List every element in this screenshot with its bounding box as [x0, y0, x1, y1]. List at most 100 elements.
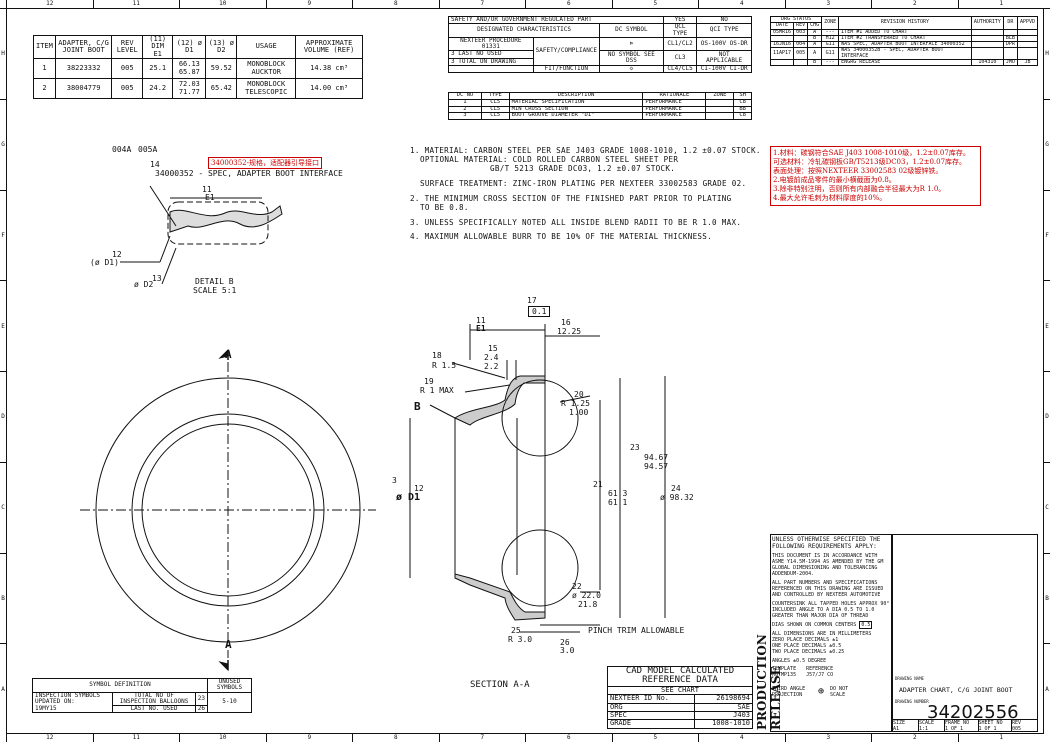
dim-2-2: 2.2	[484, 362, 499, 371]
table-cell: CI-100V CI-DR	[696, 65, 752, 74]
zone-label: 6	[525, 0, 612, 8]
table-cell	[970, 40, 1004, 49]
dim-r1-max: R 1 MAX	[420, 386, 454, 395]
qcl-type-label: QCL TYPE	[662, 23, 698, 38]
note-line: 1.材料：碳钢符合SAE J403 1008-1010级，1.2±0.07库存。	[773, 149, 970, 157]
drawing-name: ADAPTER CHART, C/G JOINT BOOT	[899, 686, 1013, 694]
dim-61-1: 61.1	[608, 498, 628, 507]
table-cell: 1	[33, 58, 56, 80]
zone-label: 2	[871, 734, 958, 742]
table-cell	[793, 58, 809, 67]
zone-label: 7	[438, 0, 526, 8]
table-cell: GRADE	[607, 719, 695, 729]
col-header: (11) DIM E1	[142, 34, 174, 60]
table-cell: JMO	[1002, 58, 1018, 67]
table-cell: 38223332	[54, 58, 113, 80]
dim-d1: ø D1	[396, 492, 421, 503]
note-line: 2.电镀前成品零件的最小横截面为0.8。	[773, 176, 896, 184]
zone-label: 10	[179, 0, 266, 8]
shield-symbol-icon: ⊳	[599, 36, 664, 52]
requirement-text: ZERO PLACE DECIMALS ±1	[772, 637, 839, 643]
balloon-25: 25	[511, 626, 521, 635]
safety-compliance-label: SAFETY/COMPLIANCE	[532, 36, 601, 67]
note-flag-3: 3	[392, 476, 397, 485]
translated-spec-label: 34000352-规格，适配器引导接口	[208, 157, 322, 169]
procedure-label: NEXTEER PROCEDURE 01331	[448, 36, 534, 52]
col-header: AUTHORITY	[970, 16, 1004, 30]
requirement-text: ONE PLACE DECIMALS ±0.5	[772, 643, 842, 649]
zone-label: 2	[871, 0, 958, 8]
col-header: REVISION HISTORY	[838, 16, 972, 30]
table-cell: 25.1	[142, 58, 174, 80]
section-marker-bottom: A	[225, 638, 232, 651]
flatness-tolerance: 0.1	[528, 306, 551, 317]
note-line: GB/T 5213 GRADE DC03, 1.2 ±0.07 STOCK.	[490, 164, 676, 173]
zone-label: G	[1044, 98, 1050, 190]
dim-94-57: 94.57	[644, 462, 669, 471]
zone-label: 5	[611, 734, 699, 742]
col-header: CHG	[807, 22, 823, 30]
table-cell: 65.42	[205, 78, 238, 100]
third-angle-projection-icon: THIRD ANGLE PROJECTION	[772, 686, 806, 698]
zone-label: F	[0, 189, 6, 281]
zone-label: 9	[265, 0, 353, 8]
zone-label: 3	[784, 734, 872, 742]
table-cell: WAS 34000352B - SPEC, ADAPTER BOOT INTER…	[838, 47, 972, 60]
table-cell: CL4/CL5	[662, 65, 698, 74]
balloon-15: 15	[488, 344, 498, 353]
pinch-trim-note: PINCH TRIM ALLOWABLE	[588, 626, 685, 635]
col-header: UNUSED SYMBOLS	[206, 678, 253, 693]
dim-94-67: 94.67	[644, 453, 669, 462]
zone-label: 7	[438, 734, 526, 742]
sheet-label: SHEET NO	[978, 720, 1003, 726]
table-cell: 1008-1010	[693, 719, 754, 729]
table-cell: TOTAL NO OF INSPECTION BALLOONS	[112, 691, 196, 707]
table-cell: 005	[111, 78, 144, 100]
table-cell: 16JN16	[769, 40, 795, 49]
table-cell	[705, 98, 735, 107]
table-cell: CAD MODEL CALCULATED	[625, 666, 735, 676]
section-profile	[453, 375, 579, 621]
balloon-11: 11	[202, 185, 212, 194]
table-cell: 26	[194, 705, 208, 714]
table-cell: INSPECTION SYMBOLS UPDATED ON:	[35, 692, 101, 706]
table-cell: 24.2	[142, 78, 174, 100]
table-cell: JB	[1016, 58, 1039, 67]
notes-block: 1. MATERIAL: CARBON STEEL PER SAE J403 G…	[380, 146, 780, 241]
dim-d2: ø D2	[134, 280, 154, 289]
table-cell: B	[807, 58, 823, 67]
zone-label: H	[0, 8, 6, 99]
col-header: ADAPTER, C/G JOINT BOOT	[54, 34, 113, 60]
dim-r3-0: R 3.0	[508, 635, 533, 644]
balloon-23: 23	[630, 443, 640, 452]
requirement-text: TWO PLACE DECIMALS ±0.25	[772, 649, 845, 655]
general-requirements: UNLESS OTHERWISE SPECIFIED THE FOLLOWING…	[770, 534, 892, 732]
note-line: 4. MAXIMUM ALLOWABLE BURR TO BE 10% OF T…	[410, 232, 713, 241]
table-cell: BOOT GROOVE DIAMETER "D1"	[508, 112, 644, 121]
zone-label: D	[0, 371, 6, 462]
table-cell: C8	[733, 112, 752, 121]
table-cell	[1016, 40, 1039, 49]
zone-label: 8	[352, 734, 439, 742]
table-cell: 14.38 cm³	[295, 58, 363, 80]
zone-label: E	[0, 280, 6, 371]
balloon-19: 19	[424, 377, 434, 386]
requirement-text: COUNTERSINK ALL TAPPED HOLES APPROX 90° …	[772, 601, 890, 619]
no-label: NO	[696, 15, 752, 25]
col-header: SYMBOL DEFINITION	[32, 678, 208, 693]
zone-label: A	[0, 643, 6, 734]
bubble-005a: 005A	[138, 145, 158, 154]
table-cell: NEXTEER ID No.	[607, 694, 695, 704]
